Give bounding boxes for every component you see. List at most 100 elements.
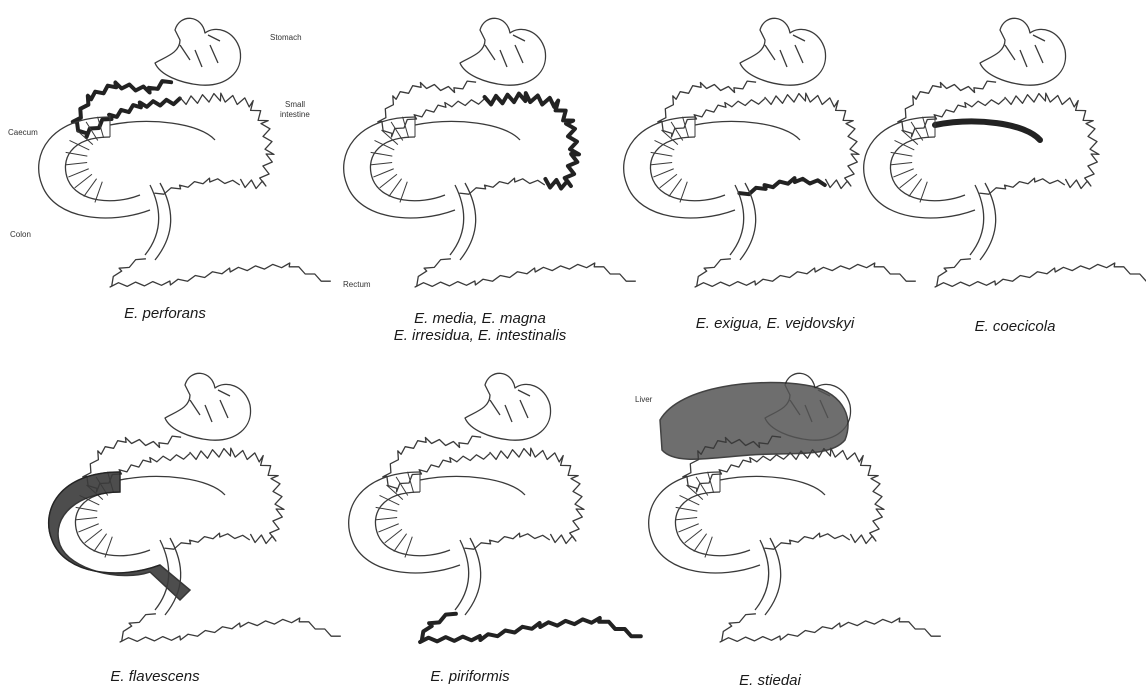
- stomach-shape: [165, 373, 251, 440]
- caption-line: E. exigua, E. vejdovskyi: [665, 315, 885, 332]
- caecum-outer: [344, 117, 455, 218]
- ileum: [164, 533, 249, 549]
- caption-line: E. flavescens: [85, 668, 225, 685]
- label-caecum: Caecum: [8, 128, 38, 137]
- caption-line: E. coecicola: [950, 318, 1080, 335]
- caecum-segment: [893, 169, 913, 177]
- small-intestine: [765, 93, 859, 188]
- colon-tube: [970, 183, 996, 260]
- caecum-segment: [675, 518, 697, 520]
- label-colon: Colon: [10, 230, 31, 239]
- stomach-folds: [485, 35, 525, 67]
- small-intestine: [180, 93, 274, 188]
- stomach-shape: [980, 18, 1066, 85]
- caption-exigua-group: E. exigua, E. vejdovskyi: [665, 315, 885, 332]
- panel-piriformis: [340, 360, 640, 650]
- caecum-segment: [75, 518, 97, 520]
- caecum-segment: [678, 524, 698, 532]
- caecum-outer: [649, 472, 760, 573]
- caecum-segment: [68, 169, 88, 177]
- gut-diagram: [335, 5, 635, 295]
- ileum: [764, 533, 849, 549]
- caecum-segment: [653, 169, 673, 177]
- rectum: [420, 614, 641, 642]
- small-intestine: [1005, 93, 1099, 188]
- ileum: [739, 178, 824, 194]
- gut-diagram: [640, 360, 940, 650]
- caecum-segment: [380, 174, 397, 188]
- liver-shape: [660, 383, 848, 460]
- caecum-inner: [375, 492, 450, 556]
- caecum-outer: [349, 472, 460, 573]
- appendix: [415, 121, 520, 140]
- caecum-segment: [78, 524, 98, 532]
- gut-diagram: [40, 360, 340, 650]
- label-stomach: Stomach: [270, 33, 302, 42]
- caecum-segment: [84, 179, 97, 197]
- caption-line: E. perforans: [95, 305, 235, 322]
- caption-stiedai: E. stiedai: [710, 672, 830, 689]
- caecum-segment: [900, 174, 917, 188]
- caecum-outer: [624, 117, 735, 218]
- caecum-inner: [65, 137, 140, 201]
- caecum-segment: [685, 529, 702, 543]
- caption-media-group: E. media, E. magna E. irresidua, E. inte…: [350, 310, 610, 344]
- caecum-segment: [373, 169, 393, 177]
- duodenum-loop: [378, 81, 485, 137]
- rectum: [935, 259, 1146, 287]
- stomach-folds: [190, 390, 230, 422]
- stomach-shape: [465, 373, 551, 440]
- caecum-inner: [890, 137, 965, 201]
- caecum-segment: [389, 179, 402, 197]
- stomach-shape: [460, 18, 546, 85]
- rectum: [720, 614, 941, 642]
- appendix: [120, 476, 225, 495]
- appendix: [110, 121, 215, 140]
- caecum-inner: [675, 492, 750, 556]
- caecum-segment: [75, 174, 92, 188]
- duodenum-loop: [658, 81, 765, 137]
- panel-coecicola: [855, 5, 1145, 295]
- caption-piriformis: E. piriformis: [400, 668, 540, 685]
- caecum-segment: [85, 529, 102, 543]
- caecum-segment: [375, 518, 397, 520]
- duodenum-loop: [73, 81, 180, 137]
- label-small-intestine-1: Small: [285, 100, 305, 109]
- panel-perforans: Stomach Small intestine Caecum Colon Rec…: [30, 5, 330, 295]
- caecum-segment: [671, 122, 683, 141]
- gut-diagram: [855, 5, 1145, 295]
- gut-diagram: [30, 5, 330, 295]
- caecum-segment: [694, 534, 707, 552]
- caecum-outer: [39, 117, 150, 218]
- stomach-shape: [155, 18, 241, 85]
- caecum-inner: [370, 137, 445, 201]
- ileum: [459, 178, 544, 194]
- caption-line: E. piriformis: [400, 668, 540, 685]
- caecum-inner: [650, 137, 725, 201]
- caecum-outer: [864, 117, 975, 218]
- ileum: [979, 178, 1064, 194]
- caecum-segment: [378, 524, 398, 532]
- caecum-segment: [650, 163, 672, 165]
- small-intestine: [790, 448, 884, 543]
- caecum-segment: [669, 179, 682, 197]
- caption-flavescens: E. flavescens: [85, 668, 225, 685]
- stomach-folds: [490, 390, 530, 422]
- small-intestine: [485, 93, 579, 188]
- caecum-segment: [911, 122, 923, 141]
- stomach-shape: [740, 18, 826, 85]
- caecum-segment: [660, 174, 677, 188]
- rectum: [120, 614, 341, 642]
- small-intestine: [490, 448, 584, 543]
- stomach-folds: [1005, 35, 1045, 67]
- panel-flavescens: [40, 360, 340, 650]
- small-intestine: [190, 448, 284, 543]
- caecum-segment: [370, 163, 392, 165]
- panel-media-group: [335, 5, 635, 295]
- caption-line: E. stiedai: [710, 672, 830, 689]
- caecum-segment: [94, 534, 107, 552]
- gut-diagram: [340, 360, 640, 650]
- label-small-intestine-2: intestine: [280, 110, 310, 119]
- caecum-segment: [65, 163, 87, 165]
- panel-stiedai: Liver: [640, 360, 940, 650]
